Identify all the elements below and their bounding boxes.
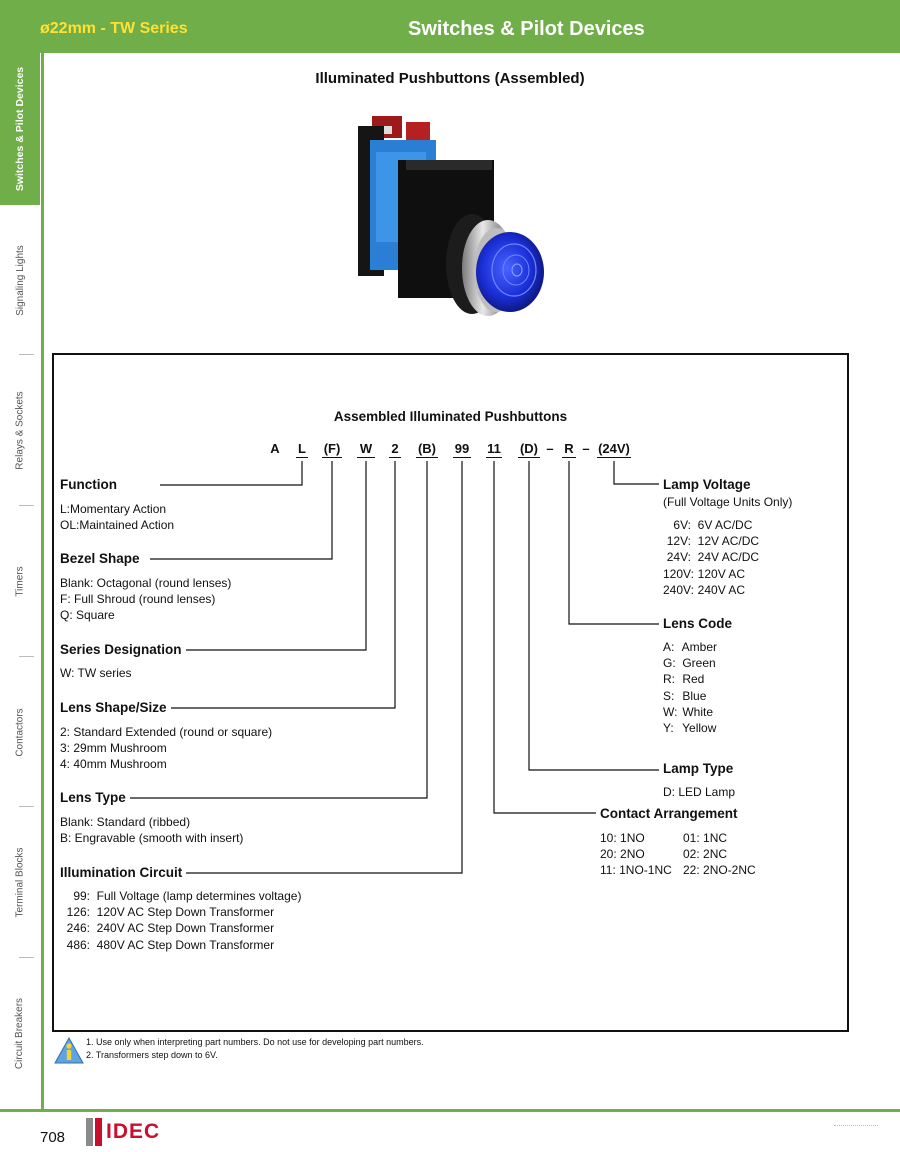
lens-shape-label: Lens Shape/Size <box>60 700 171 715</box>
code-dash: – <box>546 441 554 456</box>
code-b: (B) <box>416 441 438 458</box>
code-w: W <box>357 441 375 458</box>
bezel-shape-label: Bezel Shape <box>60 551 144 566</box>
idec-logo-mark-icon <box>86 1118 102 1146</box>
footer-rule <box>0 1109 900 1112</box>
note-1: 1. Use only when interpreting part numbe… <box>86 1037 424 1047</box>
sidebar-divider <box>19 656 34 657</box>
code-r: R <box>562 441 576 458</box>
series-designation-desc: W: TW series <box>60 666 132 680</box>
sidebar-rule <box>41 53 44 1111</box>
footer-dots <box>834 1125 878 1126</box>
lens-code-label: Lens Code <box>659 616 733 631</box>
lens-type-label: Lens Type <box>60 790 130 805</box>
contact-arrangement-label: Contact Arrangement <box>596 806 738 821</box>
code-2: 2 <box>389 441 401 458</box>
lamp-type-label: Lamp Type <box>659 761 734 776</box>
contact-arrangement-right: 01: 1NC 02: 2NC 22: 2NO-2NC <box>683 831 756 878</box>
lens-type-desc: Blank: Standard (ribbed) B: Engravable (… <box>60 815 244 846</box>
idec-logo: IDEC <box>106 1120 161 1143</box>
lamp-voltage-desc: 6V: 6V AC/DC 12V: 12V AC/DC 24V: 24V AC/… <box>663 518 760 597</box>
code-f: (F) <box>322 441 342 458</box>
section-title: Switches & Pilot Devices <box>408 18 645 40</box>
pushbutton-product-image <box>358 116 544 316</box>
sidebar-divider <box>19 957 34 958</box>
code-l: L <box>296 441 308 458</box>
code-24v: (24V) <box>597 441 631 458</box>
info-icon <box>54 1037 84 1064</box>
code-99: 99 <box>453 441 471 458</box>
sidebar-divider <box>19 806 34 807</box>
sidebar-divider <box>19 354 34 355</box>
code-d: (D) <box>518 441 540 458</box>
code-11: 11 <box>486 441 502 458</box>
sidebar-divider <box>19 505 34 506</box>
note-2: 2. Transformers step down to 6V. <box>86 1049 218 1060</box>
page-title: Illuminated Pushbuttons (Assembled) <box>315 70 585 87</box>
lens-shape-desc: 2: Standard Extended (round or square) 3… <box>60 725 273 772</box>
contact-arrangement-left: 10: 1NO 20: 2NO 11: 1NO-1NC <box>600 831 672 878</box>
code-dash: – <box>582 441 590 456</box>
function-label: Function <box>60 477 121 492</box>
sidebar-tab-switches[interactable]: Switches & Pilot Devices <box>0 53 40 205</box>
page-number: 708 <box>40 1129 66 1146</box>
code-a: A <box>270 441 280 456</box>
illumination-desc: 99: Full Voltage (lamp determines voltag… <box>66 889 302 952</box>
lamp-type-desc: D: LED Lamp <box>663 785 736 799</box>
lens-code-desc: A: Amber G: Green R: Red S: Blue W: Whit… <box>663 640 718 736</box>
series-label: ø22mm - TW Series <box>40 20 188 37</box>
diagram-title: Assembled Illuminated Pushbuttons <box>333 409 568 424</box>
notes: 1. Use only when interpreting part numbe… <box>86 1036 424 1061</box>
bezel-shape-desc: Blank: Octagonal (round lenses) F: Full … <box>60 576 232 623</box>
lamp-voltage-label: Lamp Voltage <box>659 477 751 492</box>
function-desc: L:Momentary Action OL:Maintained Action <box>60 502 175 533</box>
lamp-voltage-sub: (Full Voltage Units Only) <box>663 495 793 509</box>
illumination-label: Illumination Circuit <box>60 865 187 880</box>
part-number-diagram <box>52 353 849 1032</box>
series-designation-label: Series Designation <box>60 642 186 657</box>
page-header <box>0 0 900 53</box>
